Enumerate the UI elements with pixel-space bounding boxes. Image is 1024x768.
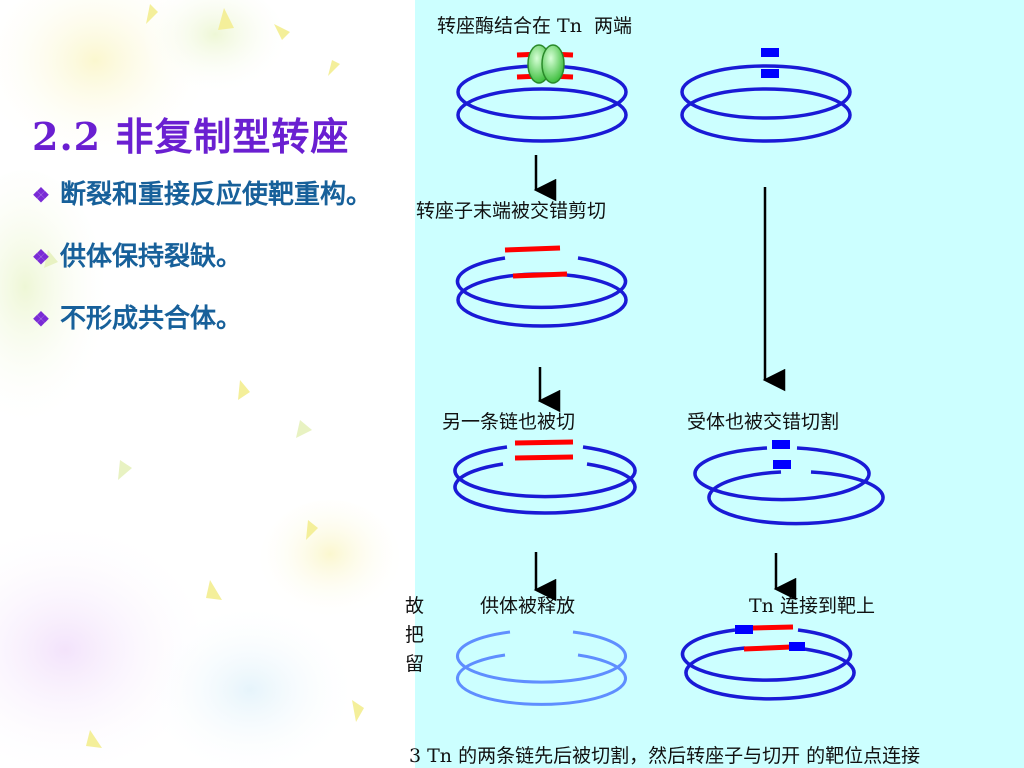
donor-plasmid-released [456,630,627,706]
target-plasmid-with-tn [680,628,856,701]
diamond-cluster-icon: ❖ [32,307,50,331]
bullet-text: 不形成共合体。 [60,304,243,334]
donor-plasmid-both-strands-cut [453,445,637,515]
bullet-list: ❖ 断裂和重接反应使靶重构。 ❖ 供体保持裂缺。 ❖ 不形成共合体。 [32,176,392,362]
label-step1: 转座酶结合在 Tn 两端 [437,15,632,37]
transposition-diagram-panel: 转座酶结合在 Tn 两端 转座子末端被交错剪切 另一条链也被切 受体也被交错切割… [405,0,1024,768]
bullet-text: 供体保持裂缺。 [60,242,243,272]
bullet-item: ❖ 不形成共合体。 [32,300,392,338]
cut-off-fragment: 留 [405,653,424,675]
label-step2: 转座子末端被交错剪切 [416,200,606,222]
diamond-cluster-icon: ❖ [32,183,50,207]
slide-title: 2.2 非复制型转座 [32,114,350,159]
label-step4: 受体也被交错切割 [687,411,839,433]
bullet-item: ❖ 断裂和重接反应使靶重构。 [32,176,392,214]
diamond-cluster-icon: ❖ [32,245,50,269]
cut-off-fragment: 把 [405,624,424,646]
transposition-diagram: 转座酶结合在 Tn 两端 转座子末端被交错剪切 另一条链也被切 受体也被交错切割… [405,15,920,767]
label-step3: 另一条链也被切 [442,411,575,433]
target-plasmid-intact [680,64,852,143]
balloon-decoration [0,0,400,768]
donor-plasmid-one-strand-cut [455,256,628,328]
bullet-item: ❖ 供体保持裂缺。 [32,238,392,276]
cut-off-fragment: 故 [405,595,424,617]
target-plasmid-staggered-cut [693,446,885,526]
target-sites [735,48,805,651]
label-step6: Tn 连接到靶上 [749,595,875,617]
bullet-text: 断裂和重接反应使靶重构。 [60,180,373,210]
transposon-ends [504,51,794,652]
transposase-enzyme [527,44,565,84]
label-step5: 供体被释放 [480,595,575,617]
figure-caption: 3 Tn 的两条链先后被切割，然后转座子与切开 的靶位点连接 [409,745,920,767]
